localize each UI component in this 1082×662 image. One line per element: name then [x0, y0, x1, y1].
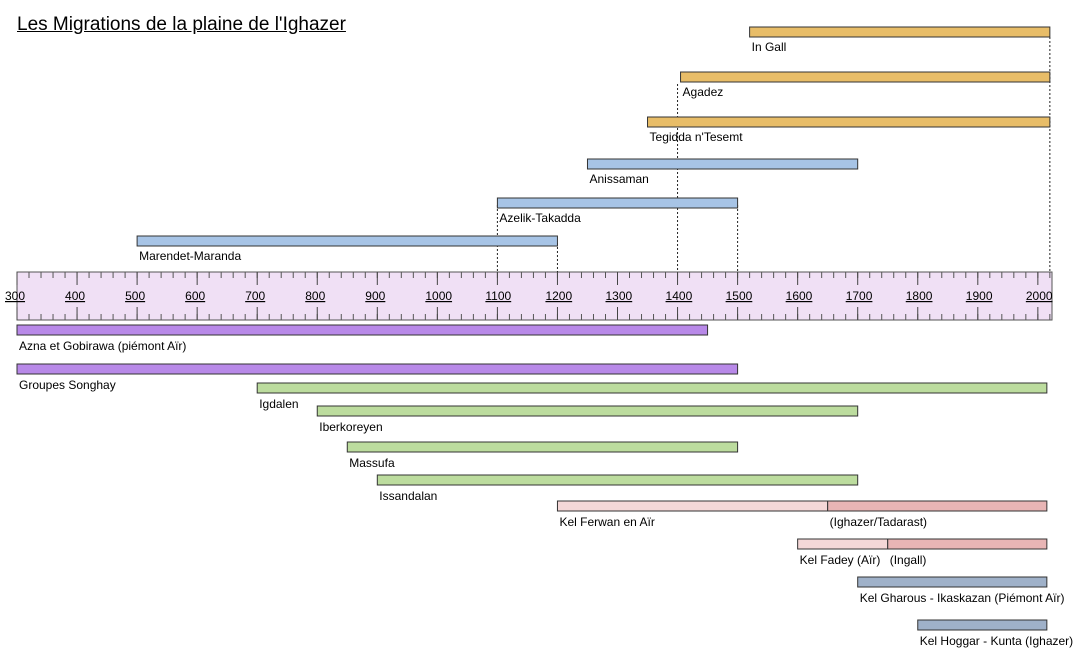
bar-label: Kel Ferwan en Aïr [559, 515, 654, 529]
bar-label: Tegidda n'Tesemt [650, 130, 744, 144]
tick-label: 1800 [906, 289, 933, 303]
bar-label: Iberkoreyen [319, 420, 382, 434]
axis-band [16, 271, 1053, 321]
page-title: Les Migrations de la plaine de l'Ighazer [17, 14, 346, 35]
bar [16, 324, 709, 336]
tick-label: 2000 [1026, 289, 1053, 303]
bar [917, 619, 1048, 631]
tick-label: 700 [245, 289, 265, 303]
tick-label: 1100 [485, 289, 511, 303]
tick-label: 300 [5, 289, 25, 303]
bar [827, 500, 1048, 512]
bar [316, 405, 859, 417]
bar [496, 197, 739, 209]
bar [887, 538, 1048, 550]
tick-label: 1700 [846, 289, 873, 303]
bar [647, 116, 1051, 128]
tick-label: 1500 [726, 289, 753, 303]
bar [346, 441, 739, 453]
bar [256, 382, 1048, 394]
bar-label: (Ingall) [890, 553, 927, 567]
bar-label: (Ighazer/Tadarast) [830, 515, 927, 529]
bar-label: Anissaman [589, 172, 648, 186]
bar-label: Igdalen [259, 397, 298, 411]
tick-label: 800 [305, 289, 325, 303]
bar-label: Kel Hoggar - Kunta (Ighazer) [920, 634, 1073, 648]
bar [376, 474, 859, 486]
bar-label: Azna et Gobirawa (piémont Aïr) [19, 339, 186, 353]
tick-label: 1600 [786, 289, 813, 303]
bar-label: Agadez [683, 85, 724, 99]
bar-label: Groupes Songhay [19, 378, 116, 392]
bar [586, 158, 859, 170]
tick-label: 1900 [966, 289, 993, 303]
tick-label: 1300 [606, 289, 633, 303]
bar [136, 235, 558, 247]
tick-label: 600 [185, 289, 205, 303]
tick-label: 500 [125, 289, 145, 303]
bar-label: Kel Gharous - Ikaskazan (Piémont Aïr) [860, 591, 1065, 605]
bar [797, 538, 889, 550]
bar-label: Issandalan [379, 489, 437, 503]
tick-label: 400 [65, 289, 85, 303]
bar-label: In Gall [752, 40, 787, 54]
bar-label: Azelik-Takadda [499, 211, 581, 225]
tick-label: 1400 [666, 289, 693, 303]
bar [749, 26, 1051, 38]
tick-label: 900 [365, 289, 385, 303]
tick-label: 1000 [425, 289, 452, 303]
bar [680, 71, 1051, 83]
bar-label: Marendet-Maranda [139, 249, 241, 263]
bar-label: Massufa [349, 456, 395, 470]
bar [556, 500, 829, 512]
bar [16, 363, 739, 375]
bar-label: Kel Fadey (Aïr) [800, 553, 881, 567]
tick-label: 1200 [545, 289, 572, 303]
bar [857, 576, 1048, 588]
